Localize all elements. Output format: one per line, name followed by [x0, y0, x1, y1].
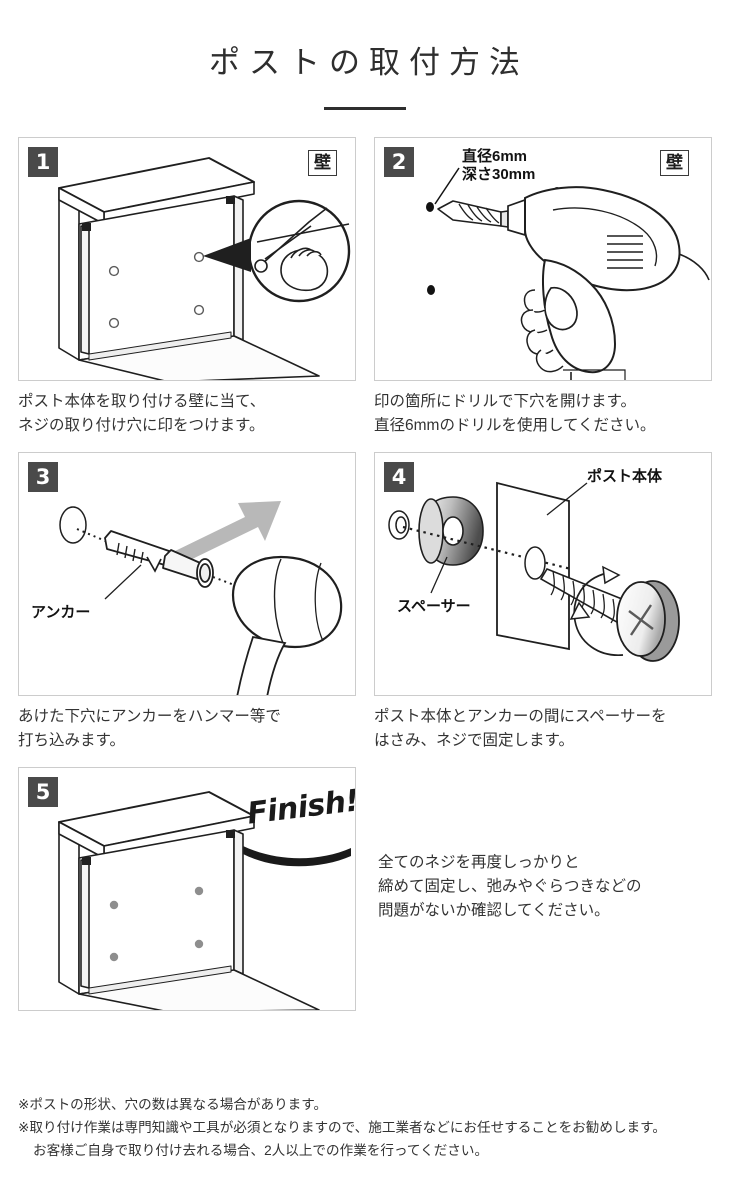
step-4-spacer-label: スペーサー — [397, 598, 471, 616]
step-1: 1 壁 — [18, 137, 356, 438]
step-2-depth-label: 深さ30mm — [462, 165, 536, 183]
step-2-illustration-panel: 2 壁 直径6mm 深さ30mm — [374, 137, 712, 382]
steps-row-1: 1 壁 — [18, 137, 712, 438]
finished-mailbox-drawing — [58, 791, 351, 1011]
footnote-3: お客様ご自身で取り付け去れる場合、2人以上での作業を行ってください。 — [33, 1142, 489, 1158]
page-title: ポストの取付方法 — [209, 45, 529, 80]
step-1-number-badge: 1 — [28, 147, 58, 178]
step-4-caption: ポスト本体とアンカーの間にスペーサーを はさみ、ネジで固定します。 — [374, 708, 667, 750]
mailbox-against-wall-drawing — [58, 157, 351, 381]
step-2-diameter-label: 直径6mm — [462, 148, 528, 166]
step-5-illustration-panel: 5 Finish! — [18, 767, 356, 1012]
step-4: 4 ポスト本体 スペーサー — [374, 452, 712, 753]
step-3-anchor-label: アンカー — [31, 604, 91, 622]
step-3-number-badge: 3 — [28, 462, 58, 493]
step-1-wall-label: 壁 — [308, 150, 337, 177]
step-3-illustration-panel: 3 アンカー — [18, 452, 356, 697]
direction-arrow — [171, 501, 281, 564]
footnotes: ※ポストの形状、穴の数は異なる場合があります。 ※取り付け作業は専門知識や工具が… — [18, 1094, 718, 1162]
steps-row-2: 3 アンカー — [18, 452, 712, 753]
step-2: 2 壁 直径6mm 深さ30mm — [374, 137, 712, 438]
steps-row-3: 5 Finish! — [18, 767, 711, 1012]
anchor-hammer-drawing — [59, 501, 343, 696]
step-4-number-badge: 4 — [384, 462, 414, 493]
spacer-screw-assembly-drawing — [388, 482, 680, 663]
footnote-2: ※取り付け作業は専門知識や工具が必須となりますので、施工業者などにお任せすること… — [18, 1119, 666, 1135]
step-5-number-badge: 5 — [28, 777, 58, 808]
step-4-mailbox-body-label: ポスト本体 — [587, 468, 663, 486]
step-1-caption: ポスト本体を取り付ける壁に当て、 ネジの取り付け穴に印をつけます。 — [18, 393, 266, 435]
step-5-caption: 全てのネジを再度しっかりと 締めて固定し、弛みやぐらつきなどの 問題がないか確認… — [378, 854, 642, 920]
step-3-caption: あけた下穴にアンカーをハンマー等で 打ち込みます。 — [18, 708, 281, 750]
step-5-text-column: 全てのネジを再度しっかりと 締めて固定し、弛みやぐらつきなどの 問題がないか確認… — [374, 767, 711, 1011]
title-underline-rule — [323, 107, 406, 111]
finish-swoosh — [243, 846, 351, 867]
step-5: 5 Finish! — [18, 767, 356, 1012]
step-2-number-badge: 2 — [384, 147, 414, 178]
step-1-illustration-panel: 1 壁 — [18, 137, 356, 382]
step-2-caption: 印の箇所にドリルで下穴を開けます。 直径6mmのドリルを使用してください。 — [374, 393, 656, 435]
step-2-wall-label: 壁 — [660, 150, 689, 177]
power-drill-drawing — [426, 167, 710, 381]
steps-grid: 1 壁 — [18, 137, 712, 1012]
step-3: 3 アンカー — [18, 452, 356, 753]
footnote-1: ※ポストの形状、穴の数は異なる場合があります。 — [18, 1097, 328, 1112]
page-header: ポストの取付方法 — [0, 0, 729, 111]
step-4-illustration-panel: 4 ポスト本体 スペーサー — [374, 452, 712, 697]
